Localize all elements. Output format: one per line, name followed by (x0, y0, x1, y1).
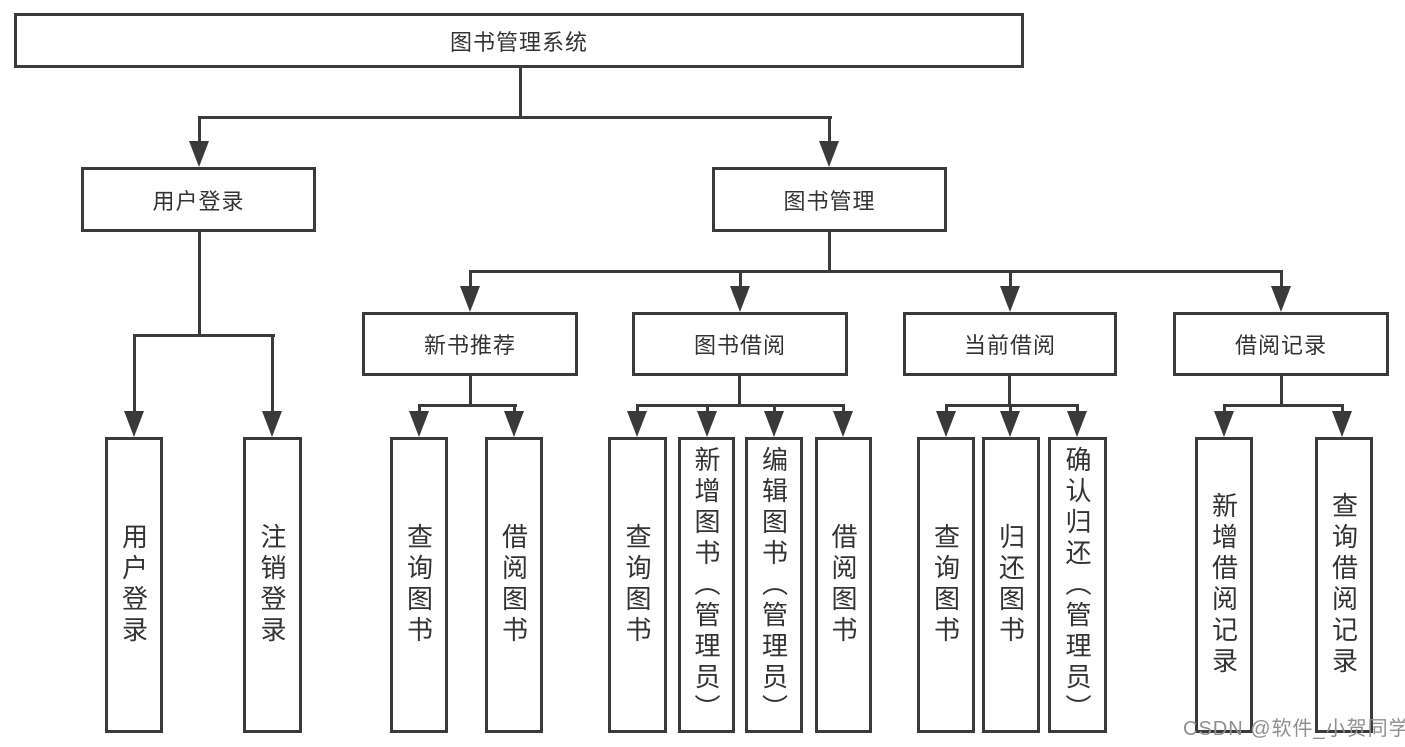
leaf-confirm-return-admin-label: 确认归还（管理员） (1062, 445, 1092, 725)
leaf-confirm-return-admin: 确认归还（管理员） (1048, 437, 1107, 733)
connector-book-management-stem (828, 232, 831, 273)
connector-leaf-stem (842, 404, 845, 413)
leaf-query-books-borrowing-label: 查询图书 (622, 523, 652, 647)
leaf-logout: 注销登录 (243, 437, 302, 733)
leaf-add-borrow-record: 新增借阅记录 (1195, 437, 1253, 733)
leaf-logout-label: 注销登录 (257, 523, 287, 647)
connector-leaf-stem (1076, 404, 1079, 413)
connector-leaf-stem (513, 404, 516, 413)
connector-to-current-borrowing (1009, 270, 1012, 288)
node-user-login-label: 用户登录 (152, 188, 245, 214)
leaf-borrow-books-recommend-label: 借阅图书 (498, 523, 529, 647)
connector-book-management-crossbar (469, 270, 1283, 273)
node-library-system-label: 图书管理系统 (449, 29, 588, 55)
node-new-book-recommendation-label: 新书推荐 (423, 333, 516, 358)
arrow-down-icon (460, 286, 480, 312)
leaf-query-books-current: 查询图书 (917, 437, 975, 733)
arrow-down-icon (1271, 286, 1291, 312)
connector-borrowing-records-crossbar (1223, 404, 1344, 407)
connector-current-borrowing-crossbar (945, 404, 1079, 407)
leaf-query-borrow-record: 查询借阅记录 (1315, 437, 1373, 733)
leaf-query-books-recommend: 查询图书 (390, 437, 448, 733)
node-borrowing-records: 借阅记录 (1173, 312, 1389, 376)
connector-user-login-crossbar (133, 334, 275, 337)
node-borrowing-records-label: 借阅记录 (1234, 333, 1327, 358)
connector-new-book-stem (469, 376, 472, 407)
node-book-management: 图书管理 (712, 167, 947, 232)
leaf-query-books-borrowing: 查询图书 (608, 437, 667, 733)
connector-leaf-stem (636, 404, 639, 413)
leaf-borrow-books-borrowing-label: 借阅图书 (828, 523, 858, 647)
leaf-query-books-recommend-label: 查询图书 (403, 523, 434, 647)
arrow-down-icon (936, 411, 956, 437)
node-current-borrowing: 当前借阅 (903, 312, 1117, 376)
arrow-down-icon (764, 411, 784, 437)
node-book-management-label: 图书管理 (783, 188, 876, 214)
leaf-borrow-books-recommend: 借阅图书 (485, 437, 543, 733)
connector-leaf-stem (706, 404, 709, 413)
arrow-down-icon (262, 411, 282, 437)
arrow-down-icon (730, 286, 750, 312)
connector-book-borrowing-crossbar (636, 404, 845, 407)
arrow-down-icon (819, 141, 839, 167)
leaf-query-borrow-record-label: 查询借阅记录 (1328, 492, 1359, 678)
connector-leaf-stem (1223, 404, 1226, 413)
connector-to-user-login (198, 116, 201, 144)
arrow-down-icon (1000, 286, 1020, 312)
arrow-down-icon (1000, 411, 1020, 437)
connector-to-leaf-logout (271, 334, 274, 413)
connector-to-book-management (828, 116, 831, 144)
node-user-login: 用户登录 (81, 167, 316, 232)
arrow-down-icon (504, 411, 524, 437)
arrow-down-icon (189, 141, 209, 167)
arrow-down-icon (409, 411, 429, 437)
connector-current-borrowing-stem (1008, 376, 1011, 407)
connector-book-borrowing-stem (738, 376, 741, 407)
node-current-borrowing-label: 当前借阅 (963, 333, 1056, 358)
leaf-user-login-label: 用户登录 (118, 523, 149, 647)
leaf-borrow-books-borrowing: 借阅图书 (815, 437, 872, 733)
node-book-borrowing: 图书借阅 (632, 312, 848, 376)
connector-to-leaf-user-login (133, 334, 136, 413)
arrow-down-icon (124, 411, 144, 437)
connector-user-login-stem (198, 232, 201, 337)
connector-root-stem (519, 66, 522, 118)
arrow-down-icon (697, 411, 717, 437)
leaf-add-book-admin: 新增图书（管理员） (678, 437, 735, 733)
node-new-book-recommendation: 新书推荐 (362, 312, 578, 376)
connector-root-crossbar (198, 116, 832, 119)
connector-leaf-stem (1009, 404, 1012, 413)
connector-leaf-stem (1341, 404, 1344, 413)
connector-to-borrowing-records (1280, 270, 1283, 288)
connector-borrowing-records-stem (1280, 376, 1283, 407)
leaf-user-login: 用户登录 (105, 437, 163, 733)
connector-leaf-stem (773, 404, 776, 413)
arrow-down-icon (1067, 411, 1087, 437)
node-library-system: 图书管理系统 (14, 13, 1024, 68)
connector-to-new-book (469, 270, 472, 288)
connector-new-book-crossbar (418, 404, 517, 407)
leaf-query-books-current-label: 查询图书 (930, 523, 961, 647)
arrow-down-icon (833, 411, 853, 437)
arrow-down-icon (1332, 411, 1352, 437)
arrow-down-icon (1214, 411, 1234, 437)
leaf-return-books-label: 归还图书 (995, 523, 1026, 647)
leaf-edit-book-admin-label: 编辑图书（管理员） (758, 445, 789, 725)
leaf-edit-book-admin: 编辑图书（管理员） (745, 437, 803, 733)
leaf-return-books: 归还图书 (982, 437, 1040, 733)
leaf-add-book-admin-label: 新增图书（管理员） (691, 445, 721, 725)
connector-leaf-stem (418, 404, 421, 413)
watermark: CSDN @软件_小贺同学 (1183, 718, 1405, 740)
node-book-borrowing-label: 图书借阅 (693, 333, 786, 358)
leaf-add-borrow-record-label: 新增借阅记录 (1208, 492, 1239, 678)
connector-leaf-stem (945, 404, 948, 413)
arrow-down-icon (627, 411, 647, 437)
connector-to-book-borrowing (739, 270, 742, 288)
